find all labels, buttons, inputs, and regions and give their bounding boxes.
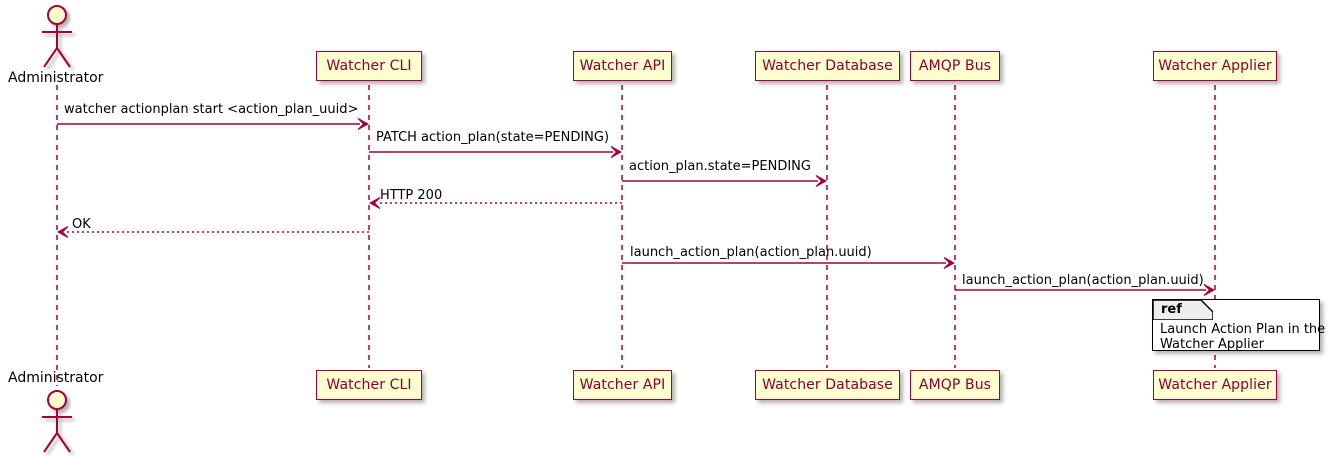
participant-box-watcher-api-top[interactable]: Watcher API [573,51,672,81]
arrowhead [1203,284,1216,296]
message-label-7: launch_action_plan(action_plan.uuid) [962,273,1204,288]
participant-label: AMQP Bus [918,58,992,74]
message-label-1: watcher actionplan start <action_plan_uu… [64,102,359,117]
lifelines-group [56,85,1216,386]
arrowhead [357,118,370,130]
participant-label: AMQP Bus [918,377,992,393]
message-arrow-5 [56,226,369,238]
ref-tab-shape [1153,300,1213,320]
arrowhead [943,257,956,269]
participant-label: Watcher Database [762,58,893,74]
arrows-group [56,118,1216,296]
participant-box-amqp-bus-top[interactable]: AMQP Bus [910,51,1000,81]
arrowhead [815,175,828,187]
participant-label: Watcher Database [762,377,893,393]
actor-figures-group [42,5,72,453]
participant-box-watcher-cli-bottom[interactable]: Watcher CLI [316,370,422,400]
participant-box-watcher-database-bottom[interactable]: Watcher Database [755,370,900,400]
message-label-2: PATCH action_plan(state=PENDING) [376,130,610,145]
ref-body-line-1: Launch Action Plan in the [1160,322,1326,337]
participant-box-watcher-api-bottom[interactable]: Watcher API [573,370,672,400]
message-label-6: launch_action_plan(action_plan.uuid) [630,245,872,260]
arrowhead [56,226,69,238]
ref-body-line-2: Watcher Applier [1160,337,1264,352]
actor-label-administrator-bottom: Administrator [8,370,104,386]
participant-box-watcher-cli-top[interactable]: Watcher CLI [316,51,422,81]
arrowhead [610,146,623,158]
ref-tab-label: ref [1161,302,1182,317]
actor-figure-administrator-top [42,5,72,68]
message-label-3: action_plan.state=PENDING [629,159,811,174]
message-arrow-6 [622,257,956,269]
participant-label: Watcher CLI [326,377,412,393]
arrowhead [368,197,381,209]
message-label-5: OK [72,217,91,232]
actor-figure-administrator-bottom [42,390,72,453]
message-arrow-2 [369,146,623,158]
participant-label: Watcher API [579,58,666,74]
message-arrow-1 [57,118,370,130]
participant-label: Watcher Applier [1158,377,1272,393]
participant-label: Watcher Applier [1158,58,1272,74]
participant-box-watcher-database-top[interactable]: Watcher Database [755,51,900,81]
message-arrow-4 [368,197,622,209]
message-arrow-3 [622,175,828,187]
participant-box-amqp-bus-bottom[interactable]: AMQP Bus [910,370,1000,400]
actor-label-administrator-top: Administrator [8,70,104,86]
message-arrow-7 [955,284,1216,296]
message-label-4: HTTP 200 [380,188,443,203]
participant-label: Watcher CLI [326,58,412,74]
participant-label: Watcher API [579,377,666,393]
participant-box-watcher-applier-top[interactable]: Watcher Applier [1153,51,1277,81]
participant-box-watcher-applier-bottom[interactable]: Watcher Applier [1153,370,1277,400]
